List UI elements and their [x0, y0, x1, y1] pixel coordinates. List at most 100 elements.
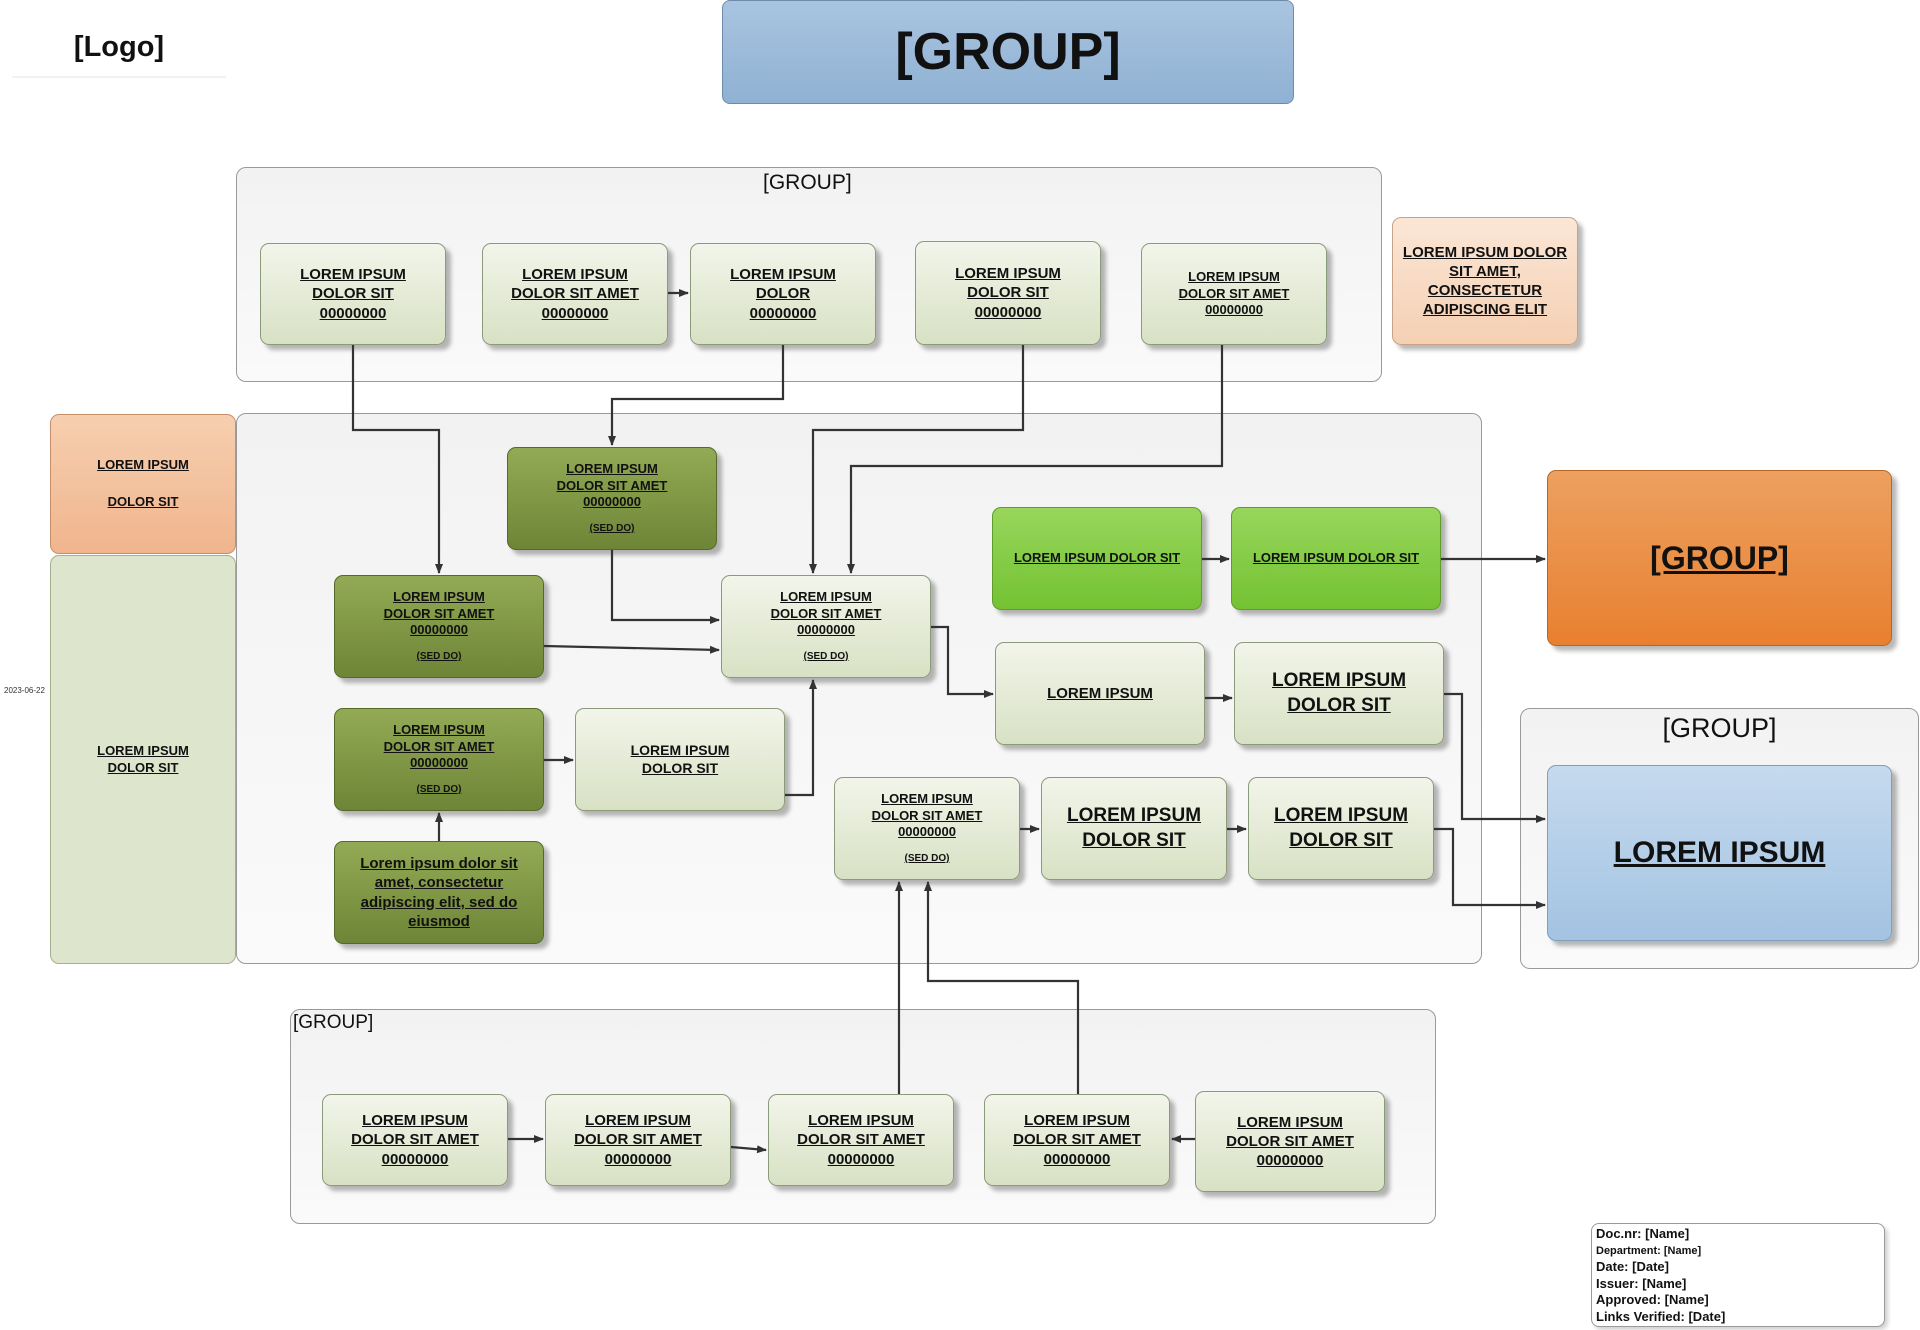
node-line: 00000000 [974, 303, 1042, 321]
node-line: LOREM IPSUM [1273, 805, 1409, 827]
node-line: 00000000 [604, 1150, 672, 1168]
side-lane-line: DOLOR SIT [107, 494, 179, 509]
node-line: LOREM IPSUM [808, 1112, 914, 1130]
node-line: LOREM IPSUM [1237, 1113, 1343, 1131]
logo: [Logo] [12, 18, 226, 78]
group-right-frame-label: [GROUP] [1662, 713, 1777, 743]
node-line: 00000000 [1205, 302, 1263, 318]
node-line: LOREM IPSUM [630, 741, 730, 758]
node-line: 00000000 [1043, 1150, 1111, 1168]
node-line: DOLOR [755, 285, 811, 303]
node-line: DOLOR SIT AMET [574, 1131, 702, 1149]
node-line: DOLOR SIT AMET [383, 605, 495, 621]
info-approved: Approved: [Name] [1596, 1292, 1709, 1307]
node-line: 00000000 [583, 494, 641, 510]
node-line: DOLOR SIT AMET [556, 477, 668, 493]
node-line: DOLOR SIT AMET [871, 807, 983, 823]
group-orange[interactable]: [GROUP] [1547, 470, 1892, 646]
node-line: LOREM IPSUM [522, 266, 628, 284]
note-top-right: LOREM IPSUM DOLOR SIT AMET, CONSECTETUR … [1392, 217, 1578, 345]
side-lane-line: LOREM IPSUM [97, 457, 189, 473]
node-line: 00000000 [898, 824, 956, 840]
node-line: 00000000 [381, 1150, 449, 1168]
node-line: 00000000 [1256, 1152, 1324, 1170]
bottom-node-3[interactable]: LOREM IPSUM DOLOR SIT AMET 00000000 [768, 1094, 954, 1186]
document-info-box: Doc.nr: [Name] Department: [Name] Date: … [1591, 1223, 1885, 1327]
node-line: LOREM IPSUM [566, 461, 658, 477]
group-bottom-label: [GROUP] [293, 1012, 374, 1033]
node-line: DOLOR SIT AMET [1226, 1132, 1354, 1150]
node-line: LOREM IPSUM [393, 722, 485, 738]
info-date: Date: [Date] [1596, 1259, 1669, 1274]
node-line: DOLOR SIT AMET [1178, 285, 1290, 301]
olive-node-left-2[interactable]: LOREM IPSUM DOLOR SIT AMET 00000000 (SED… [334, 708, 544, 811]
node-line: DOLOR SIT [1082, 829, 1186, 851]
node-line: DOLOR SIT AMET [797, 1131, 925, 1149]
side-lane-line: DOLOR SIT [107, 759, 179, 775]
node-line: LOREM IPSUM [300, 266, 406, 284]
node-line: DOLOR SIT AMET [351, 1131, 479, 1149]
right-node-4[interactable]: LOREM IPSUM DOLOR SIT [1248, 777, 1434, 880]
bottom-node-4[interactable]: LOREM IPSUM DOLOR SIT AMET 00000000 [984, 1094, 1170, 1186]
node-line: LOREM IPSUM [1188, 269, 1280, 285]
node-line: DOLOR SIT AMET [1013, 1131, 1141, 1149]
info-issuer: Issuer: [Name] [1596, 1275, 1687, 1291]
group-top-label: [GROUP] [763, 171, 852, 194]
bottom-node-2[interactable]: LOREM IPSUM DOLOR SIT AMET 00000000 [545, 1094, 731, 1186]
node-line: LOREM IPSUM [955, 265, 1061, 283]
hub-node-2[interactable]: LOREM IPSUM DOLOR SIT AMET 00000000 (SED… [834, 777, 1020, 880]
top-node-3[interactable]: LOREM IPSUM DOLOR 00000000 [690, 243, 876, 345]
olive-node-top[interactable]: LOREM IPSUM DOLOR SIT AMET 00000000 (SED… [507, 447, 717, 550]
bottom-node-5[interactable]: LOREM IPSUM DOLOR SIT AMET 00000000 [1195, 1091, 1385, 1192]
node-line: 00000000 [749, 304, 817, 322]
node-line: DOLOR SIT AMET [511, 285, 639, 303]
node-line: 00000000 [410, 755, 468, 771]
top-node-2[interactable]: LOREM IPSUM DOLOR SIT AMET 00000000 [482, 243, 668, 345]
side-lane-line: LOREM IPSUM [97, 742, 189, 758]
node-line: LOREM IPSUM [1271, 670, 1407, 692]
node-line: LOREM IPSUM [393, 589, 485, 605]
top-node-1[interactable]: LOREM IPSUM DOLOR SIT 00000000 [260, 243, 446, 345]
date-stamp: 2023-06-22 [4, 686, 45, 695]
info-department: Department: [Name] [1596, 1244, 1702, 1257]
node-line: 00000000 [827, 1150, 895, 1168]
node-line: LOREM IPSUM [881, 791, 973, 807]
node-sub: (SED DO) [803, 651, 849, 663]
hub-node[interactable]: LOREM IPSUM DOLOR SIT AMET 00000000 (SED… [721, 575, 931, 678]
node-sub: (SED DO) [904, 853, 950, 865]
right-node-3[interactable]: LOREM IPSUM DOLOR SIT [1041, 777, 1227, 880]
node-line: LOREM IPSUM [585, 1112, 691, 1130]
node-sub: (SED DO) [416, 651, 462, 663]
lime-node-2[interactable]: LOREM IPSUM DOLOR SIT [1231, 507, 1441, 610]
node-line: LOREM IPSUM [362, 1112, 468, 1130]
node-line: 00000000 [410, 622, 468, 638]
node-line: DOLOR SIT [312, 285, 394, 303]
top-node-4[interactable]: LOREM IPSUM DOLOR SIT 00000000 [915, 241, 1101, 345]
top-node-5[interactable]: LOREM IPSUM DOLOR SIT AMET 00000000 [1141, 243, 1327, 345]
info-links-verified: Links Verified: [Date] [1596, 1308, 1726, 1324]
bottom-node-1[interactable]: LOREM IPSUM DOLOR SIT AMET 00000000 [322, 1094, 508, 1186]
node-line: DOLOR SIT AMET [383, 738, 495, 754]
node-line: DOLOR SIT [641, 759, 719, 776]
node-line: LOREM IPSUM [1024, 1112, 1130, 1130]
page-title: [GROUP] [722, 0, 1294, 104]
node-line: 00000000 [797, 622, 855, 638]
right-node-2[interactable]: LOREM IPSUM DOLOR SIT [1234, 642, 1444, 745]
light-node-small[interactable]: LOREM IPSUM DOLOR SIT [575, 708, 785, 811]
right-node-1[interactable]: LOREM IPSUM [995, 642, 1205, 745]
node-line: DOLOR SIT [1289, 829, 1393, 851]
node-line: DOLOR SIT AMET [770, 605, 882, 621]
olive-note: Lorem ipsum dolor sit amet, consectetur … [334, 841, 544, 944]
side-lane-top: LOREM IPSUM DOLOR SIT [50, 414, 236, 554]
node-line: LOREM IPSUM [780, 589, 872, 605]
node-line: DOLOR SIT [967, 284, 1049, 302]
olive-node-left-1[interactable]: LOREM IPSUM DOLOR SIT AMET 00000000 (SED… [334, 575, 544, 678]
lime-node-1[interactable]: LOREM IPSUM DOLOR SIT [992, 507, 1202, 610]
side-lane-bottom: LOREM IPSUM DOLOR SIT [50, 555, 236, 964]
node-line: LOREM IPSUM [1066, 805, 1202, 827]
node-sub: (SED DO) [416, 784, 462, 796]
node-line: LOREM IPSUM [730, 266, 836, 284]
node-line: DOLOR SIT [1287, 694, 1391, 716]
node-sub: (SED DO) [589, 523, 635, 535]
blue-target-node[interactable]: LOREM IPSUM [1547, 765, 1892, 941]
